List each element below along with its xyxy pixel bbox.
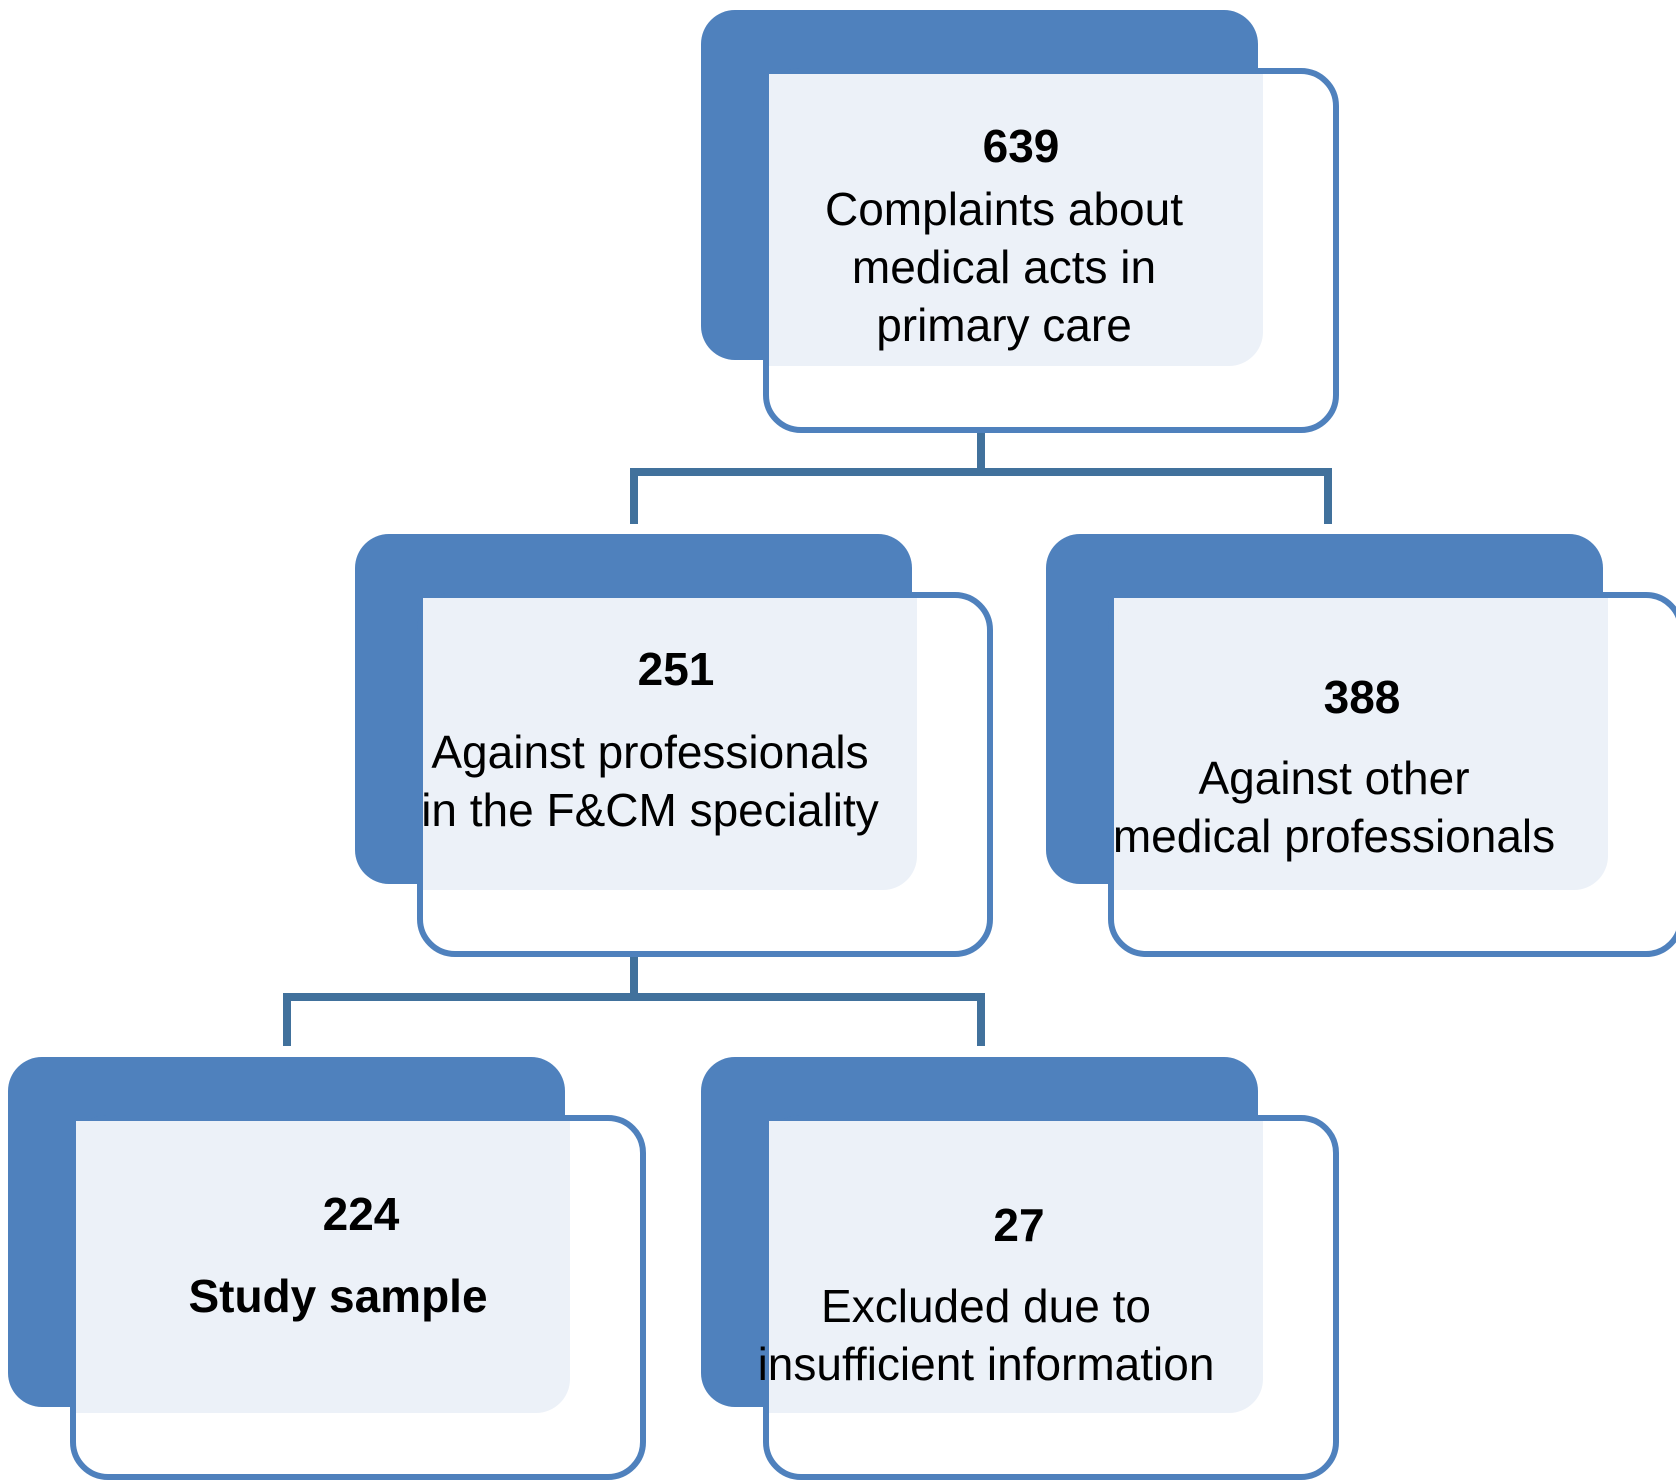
node-front-card (763, 1115, 1339, 1480)
node-text: 224 Study sample (8, 1057, 638, 1474)
node-count: 639 (982, 120, 1060, 172)
connector-horizontal-level2 (283, 993, 985, 1001)
connector-drop-other (1324, 468, 1332, 524)
node-tint (769, 1121, 1263, 1413)
connector-drop-excluded (977, 993, 985, 1046)
node-front-card (1108, 592, 1676, 957)
node-front-card (70, 1115, 646, 1480)
connector-drop-fcm (630, 468, 638, 524)
node-study-sample: 224 Study sample (8, 1057, 646, 1480)
node-text: 251 Against professionals in the F&CM sp… (355, 534, 985, 951)
node-tint (1114, 598, 1608, 890)
node-tint (769, 74, 1263, 366)
node-front-card (417, 592, 993, 957)
node-count: 388 (1323, 671, 1401, 723)
node-tint (423, 598, 917, 890)
node-fcm-speciality: 251 Against professionals in the F&CM sp… (355, 534, 993, 957)
node-text: 27 Excluded due to insufficient informat… (701, 1057, 1331, 1474)
node-text: 388 Against other medical professionals (1046, 534, 1676, 951)
node-front-card (763, 68, 1339, 433)
node-text: 639 Complaints about medical acts in pri… (701, 10, 1331, 427)
node-label: Against other medical professionals (1112, 752, 1556, 862)
node-count: 224 (322, 1188, 400, 1240)
connector-vertical-root (977, 427, 985, 472)
node-tint (76, 1121, 570, 1413)
connector-vertical-fcm (630, 951, 638, 997)
node-other-professionals: 388 Against other medical professionals (1046, 534, 1676, 957)
node-label: Complaints about medical acts in primary… (825, 183, 1183, 351)
node-label: Excluded due to insufficient information (757, 1280, 1215, 1390)
node-count: 251 (637, 643, 715, 695)
node-total-complaints: 639 Complaints about medical acts in pri… (701, 10, 1339, 433)
node-excluded: 27 Excluded due to insufficient informat… (701, 1057, 1339, 1480)
connector-horizontal-level1 (630, 468, 1332, 476)
node-label: Study sample (188, 1270, 488, 1322)
node-label: Against professionals in the F&CM specia… (421, 726, 879, 836)
connector-drop-sample (283, 993, 291, 1046)
node-count: 27 (993, 1199, 1045, 1251)
